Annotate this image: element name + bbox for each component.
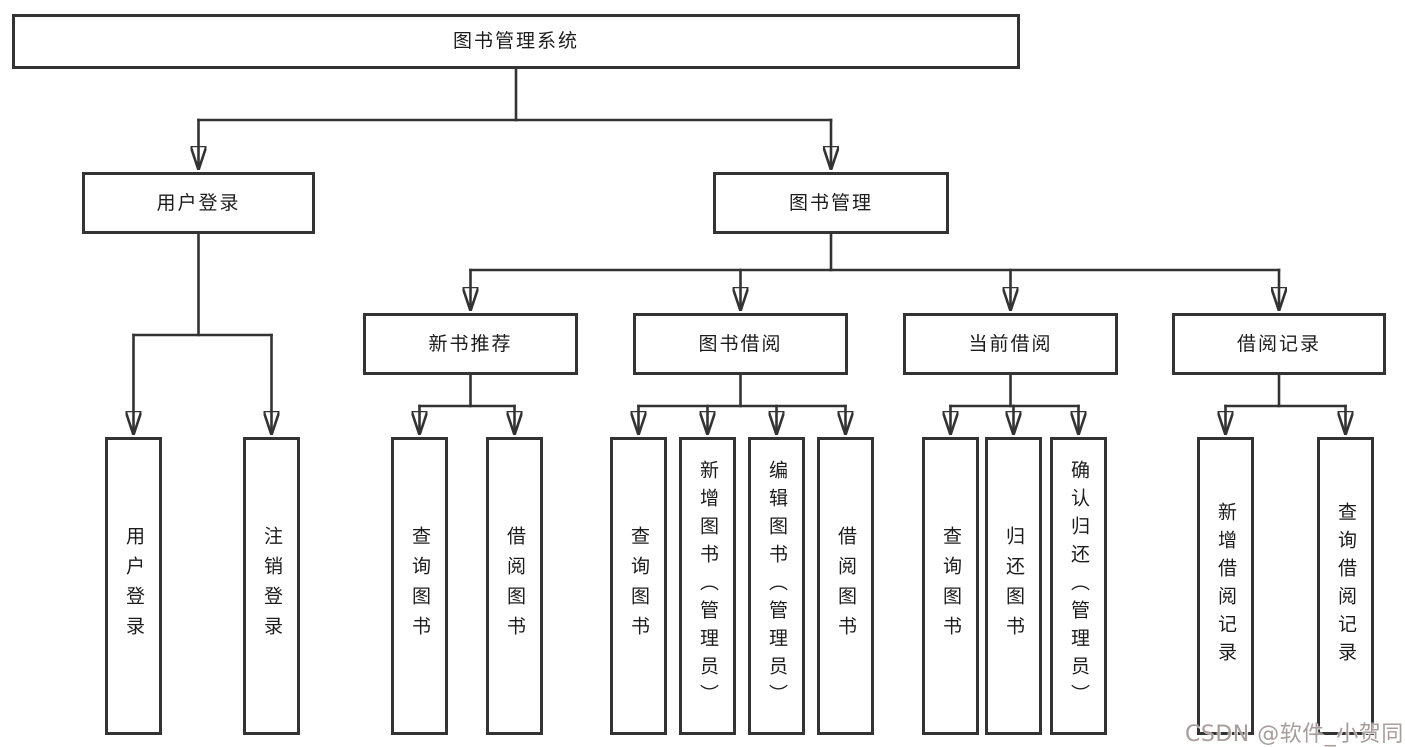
node-label: 新增借阅记录 bbox=[1215, 502, 1237, 670]
node-book-management: 图书管理 bbox=[713, 172, 949, 234]
node-label: 注销登录 bbox=[261, 526, 283, 646]
leaf-add-borrow-record: 新增借阅记录 bbox=[1197, 437, 1254, 735]
leaf-logout: 注销登录 bbox=[243, 437, 300, 735]
node-label: 图书借阅 bbox=[698, 332, 783, 355]
leaf-query-borrow-record: 查询借阅记录 bbox=[1317, 437, 1374, 735]
node-book-borrowing: 图书借阅 bbox=[633, 313, 848, 375]
node-label: 编辑图书（管理员） bbox=[766, 460, 788, 712]
node-new-book-recommendation: 新书推荐 bbox=[363, 313, 578, 375]
node-borrowing-records: 借阅记录 bbox=[1172, 313, 1386, 375]
leaf-query-books: 查询图书 bbox=[922, 437, 979, 735]
node-user-login: 用户登录 bbox=[82, 172, 315, 234]
node-label: 查询图书 bbox=[628, 526, 650, 646]
node-label: 新书推荐 bbox=[428, 332, 513, 355]
csdn-watermark: CSDN @软件_小贺同学 bbox=[1185, 722, 1405, 747]
leaf-borrow-books: 借阅图书 bbox=[486, 437, 543, 735]
leaf-user-login: 用户登录 bbox=[105, 437, 162, 735]
node-label: 归还图书 bbox=[1003, 526, 1025, 646]
node-library-management-system: 图书管理系统 bbox=[12, 14, 1020, 69]
node-label: 当前借阅 bbox=[968, 332, 1053, 355]
node-label: 图书管理系统 bbox=[452, 30, 579, 52]
leaf-edit-books-admin: 编辑图书（管理员） bbox=[748, 437, 805, 735]
node-label: 借阅图书 bbox=[835, 526, 857, 646]
node-label: 查询借阅记录 bbox=[1335, 502, 1357, 670]
leaf-query-books: 查询图书 bbox=[391, 437, 448, 735]
leaf-return-books: 归还图书 bbox=[985, 437, 1042, 735]
node-label: 借阅记录 bbox=[1236, 332, 1321, 355]
node-current-borrowing: 当前借阅 bbox=[903, 313, 1118, 375]
leaf-add-books-admin: 新增图书（管理员） bbox=[679, 437, 736, 735]
node-label: 借阅图书 bbox=[504, 526, 526, 646]
node-label: 图书管理 bbox=[788, 191, 873, 214]
node-label: 确认归还（管理员） bbox=[1068, 460, 1090, 712]
node-label: 用户登录 bbox=[123, 526, 145, 646]
node-label: 查询图书 bbox=[940, 526, 962, 646]
leaf-confirm-return-admin: 确认归还（管理员） bbox=[1050, 437, 1107, 735]
node-label: 查询图书 bbox=[409, 526, 431, 646]
node-label: 用户登录 bbox=[156, 191, 241, 214]
leaf-query-books: 查询图书 bbox=[610, 437, 667, 735]
leaf-borrow-books: 借阅图书 bbox=[817, 437, 874, 735]
node-label: 新增图书（管理员） bbox=[697, 460, 719, 712]
